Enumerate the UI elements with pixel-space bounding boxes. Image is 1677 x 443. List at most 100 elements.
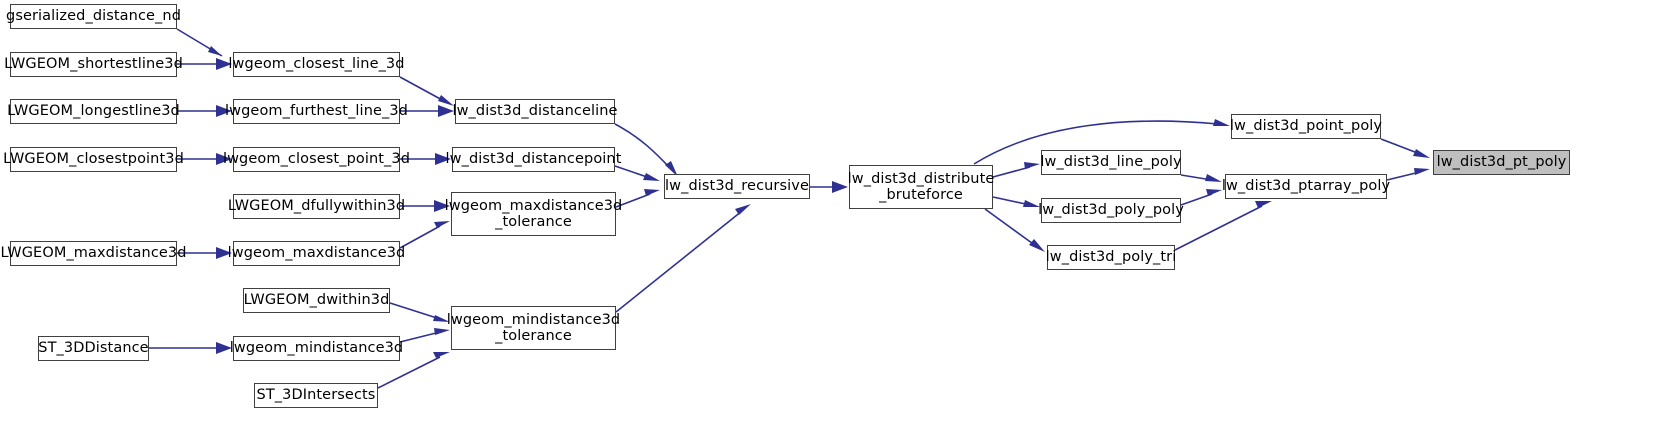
edge-lw_dist3d_recursive-to-lw_dist3d_distribute_bruteforce: [810, 181, 848, 193]
node-label: lwgeom_mindistance3d _tolerance: [446, 311, 621, 344]
arrowhead-icon: [643, 173, 660, 181]
node-gserialized_distance_nd[interactable]: gserialized_distance_nd: [6, 4, 181, 29]
node-label: gserialized_distance_nd: [6, 8, 181, 25]
edge-lwgeom_closest_line_3d-to-lw_dist3d_distanceline: [399, 76, 454, 106]
node-lw_dist3d_ptarray_poly[interactable]: lw_dist3d_ptarray_poly: [1222, 174, 1390, 199]
node-LWGEOM_dwithin3d[interactable]: LWGEOM_dwithin3d: [243, 288, 390, 313]
node-label: ST_3DDistance: [38, 340, 149, 357]
arrowhead-icon: [216, 105, 232, 117]
arrowhead-icon: [1213, 119, 1230, 126]
node-label: lw_dist3d_poly_poly: [1038, 202, 1184, 219]
node-label: lw_dist3d_distanceline: [452, 103, 618, 120]
node-label: lwgeom_closest_line_3d: [228, 56, 405, 73]
arrowhead-icon: [1024, 162, 1040, 169]
edge-lw_dist3d_distancepoint-to-lw_dist3d_recursive: [614, 165, 660, 181]
arrowhead-icon: [438, 105, 454, 117]
node-label: LWGEOM_shortestline3d: [4, 56, 183, 73]
edge-lwgeom_mindistance3d_tolerance-to-lw_dist3d_recursive: [615, 204, 751, 313]
node-label: LWGEOM_maxdistance3d: [0, 245, 187, 262]
arrowhead-icon: [644, 189, 660, 196]
node-LWGEOM_closestpoint3d[interactable]: LWGEOM_closestpoint3d: [3, 147, 184, 172]
node-lwgeom_closest_line_3d[interactable]: lwgeom_closest_line_3d: [228, 52, 404, 77]
node-ST_3DIntersects[interactable]: ST_3DIntersects: [254, 383, 378, 408]
edge-lwgeom_closest_point_3d-to-lw_dist3d_distancepoint: [400, 153, 451, 165]
node-lw_dist3d_line_poly[interactable]: lw_dist3d_line_poly: [1040, 150, 1182, 175]
edge-LWGEOM_dfullywithin3d-to-lwgeom_maxdistance3d_tolerance: [400, 200, 450, 212]
arrowhead-icon: [1414, 168, 1430, 175]
edge-LWGEOM_dwithin3d-to-lwgeom_mindistance3d_tolerance: [389, 302, 450, 322]
node-label: LWGEOM_longestline3d: [7, 103, 180, 120]
arrowhead-icon: [434, 221, 450, 228]
edge-lwgeom_mindistance3d-to-lwgeom_mindistance3d_tolerance: [399, 328, 450, 343]
arrowhead-icon: [216, 153, 232, 165]
edge-ST_3DDistance-to-lwgeom_mindistance3d: [149, 342, 232, 354]
node-label: lwgeom_furthest_line_3d: [225, 103, 408, 120]
node-lwgeom_closest_point_3d[interactable]: lwgeom_closest_point_3d: [223, 147, 410, 172]
node-lw_dist3d_pt_poly[interactable]: lw_dist3d_pt_poly: [1433, 150, 1570, 175]
node-LWGEOM_shortestline3d[interactable]: LWGEOM_shortestline3d: [4, 52, 183, 77]
node-lw_dist3d_distanceline[interactable]: lw_dist3d_distanceline: [452, 99, 617, 124]
node-label: lwgeom_maxdistance3d: [227, 245, 406, 262]
node-label: lw_dist3d_line_poly: [1040, 154, 1182, 171]
edge-lw_dist3d_distribute_bruteforce-to-lw_dist3d_poly_tri: [984, 208, 1045, 252]
edge-gserialized_distance_nd-to-lwgeom_closest_line_3d: [176, 28, 223, 57]
node-label: LWGEOM_closestpoint3d: [3, 151, 184, 168]
node-label: LWGEOM_dfullywithin3d: [227, 198, 406, 215]
arrowhead-icon: [735, 204, 751, 215]
arrowhead-icon: [1255, 201, 1272, 208]
node-LWGEOM_maxdistance3d[interactable]: LWGEOM_maxdistance3d: [0, 241, 186, 266]
arrowhead-icon: [1029, 239, 1045, 252]
node-lwgeom_mindistance3d[interactable]: lwgeom_mindistance3d: [230, 336, 403, 361]
edge-LWGEOM_shortestline3d-to-lwgeom_closest_line_3d: [177, 58, 232, 70]
edge-lw_dist3d_distribute_bruteforce-to-lw_dist3d_point_poly: [973, 119, 1230, 165]
node-label: lw_dist3d_poly_tri: [1045, 249, 1177, 266]
edge-LWGEOM_closestpoint3d-to-lwgeom_closest_point_3d: [177, 153, 232, 165]
node-LWGEOM_longestline3d[interactable]: LWGEOM_longestline3d: [7, 99, 180, 124]
arrowhead-icon: [665, 161, 678, 177]
edge-lw_dist3d_point_poly-to-lw_dist3d_pt_poly: [1380, 138, 1430, 158]
node-ST_3DDistance[interactable]: ST_3DDistance: [38, 336, 149, 361]
node-label: ST_3DIntersects: [256, 387, 376, 404]
node-lwgeom_furthest_line_3d[interactable]: lwgeom_furthest_line_3d: [225, 99, 408, 124]
edge-lw_dist3d_line_poly-to-lw_dist3d_ptarray_poly: [1180, 174, 1222, 182]
node-lw_dist3d_poly_tri[interactable]: lw_dist3d_poly_tri: [1046, 245, 1176, 270]
edge-lw_dist3d_distribute_bruteforce-to-lw_dist3d_poly_poly: [992, 196, 1040, 207]
node-LWGEOM_dfullywithin3d[interactable]: LWGEOM_dfullywithin3d: [228, 194, 405, 219]
edge-lwgeom_maxdistance3d-to-lwgeom_maxdistance3d_tolerance: [399, 221, 450, 249]
arrowhead-icon: [1413, 149, 1430, 158]
node-lwgeom_maxdistance3d_tolerance[interactable]: lwgeom_maxdistance3d _tolerance: [445, 192, 622, 236]
edge-lwgeom_furthest_line_3d-to-lw_dist3d_distanceline: [400, 105, 454, 117]
arrowhead-icon: [832, 181, 848, 193]
arrowhead-icon: [433, 315, 450, 322]
arrowhead-icon: [434, 200, 450, 212]
edge-LWGEOM_longestline3d-to-lwgeom_furthest_line_3d: [177, 105, 232, 117]
node-label: lwgeom_closest_point_3d: [222, 151, 411, 168]
node-label: lwgeom_mindistance3d: [229, 340, 404, 357]
node-lw_dist3d_recursive[interactable]: lw_dist3d_recursive: [664, 174, 810, 199]
edge-lw_dist3d_poly_poly-to-lw_dist3d_ptarray_poly: [1180, 189, 1222, 206]
arrowhead-icon: [1205, 174, 1222, 182]
node-lwgeom_mindistance3d_tolerance[interactable]: lwgeom_mindistance3d _tolerance: [447, 306, 620, 350]
node-label: LWGEOM_dwithin3d: [243, 292, 390, 309]
edge-LWGEOM_maxdistance3d-to-lwgeom_maxdistance3d: [177, 247, 232, 259]
edge-lw_dist3d_ptarray_poly-to-lw_dist3d_pt_poly: [1386, 168, 1430, 181]
node-lw_dist3d_point_poly[interactable]: lw_dist3d_point_poly: [1230, 114, 1382, 139]
arrowhead-icon: [1023, 200, 1040, 207]
node-label: lw_dist3d_ptarray_poly: [1221, 178, 1391, 195]
arrowhead-icon: [216, 247, 232, 259]
node-lw_dist3d_distancepoint[interactable]: lw_dist3d_distancepoint: [446, 147, 621, 172]
node-lw_dist3d_distribute_bruteforce[interactable]: lw_dist3d_distribute _bruteforce: [848, 165, 994, 209]
node-label: lw_dist3d_distribute _bruteforce: [847, 170, 995, 203]
arrowhead-icon: [1206, 189, 1222, 196]
node-lw_dist3d_poly_poly[interactable]: lw_dist3d_poly_poly: [1038, 198, 1184, 223]
arrowhead-icon: [433, 352, 450, 358]
node-label: lwgeom_maxdistance3d _tolerance: [444, 197, 623, 230]
arrowhead-icon: [208, 46, 222, 56]
node-label: lw_dist3d_pt_poly: [1436, 154, 1567, 171]
arrowhead-icon: [434, 328, 450, 335]
arrowhead-icon: [435, 153, 451, 165]
arrowhead-icon: [216, 342, 232, 354]
node-label: lw_dist3d_point_poly: [1229, 118, 1383, 135]
node-lwgeom_maxdistance3d[interactable]: lwgeom_maxdistance3d: [228, 241, 405, 266]
